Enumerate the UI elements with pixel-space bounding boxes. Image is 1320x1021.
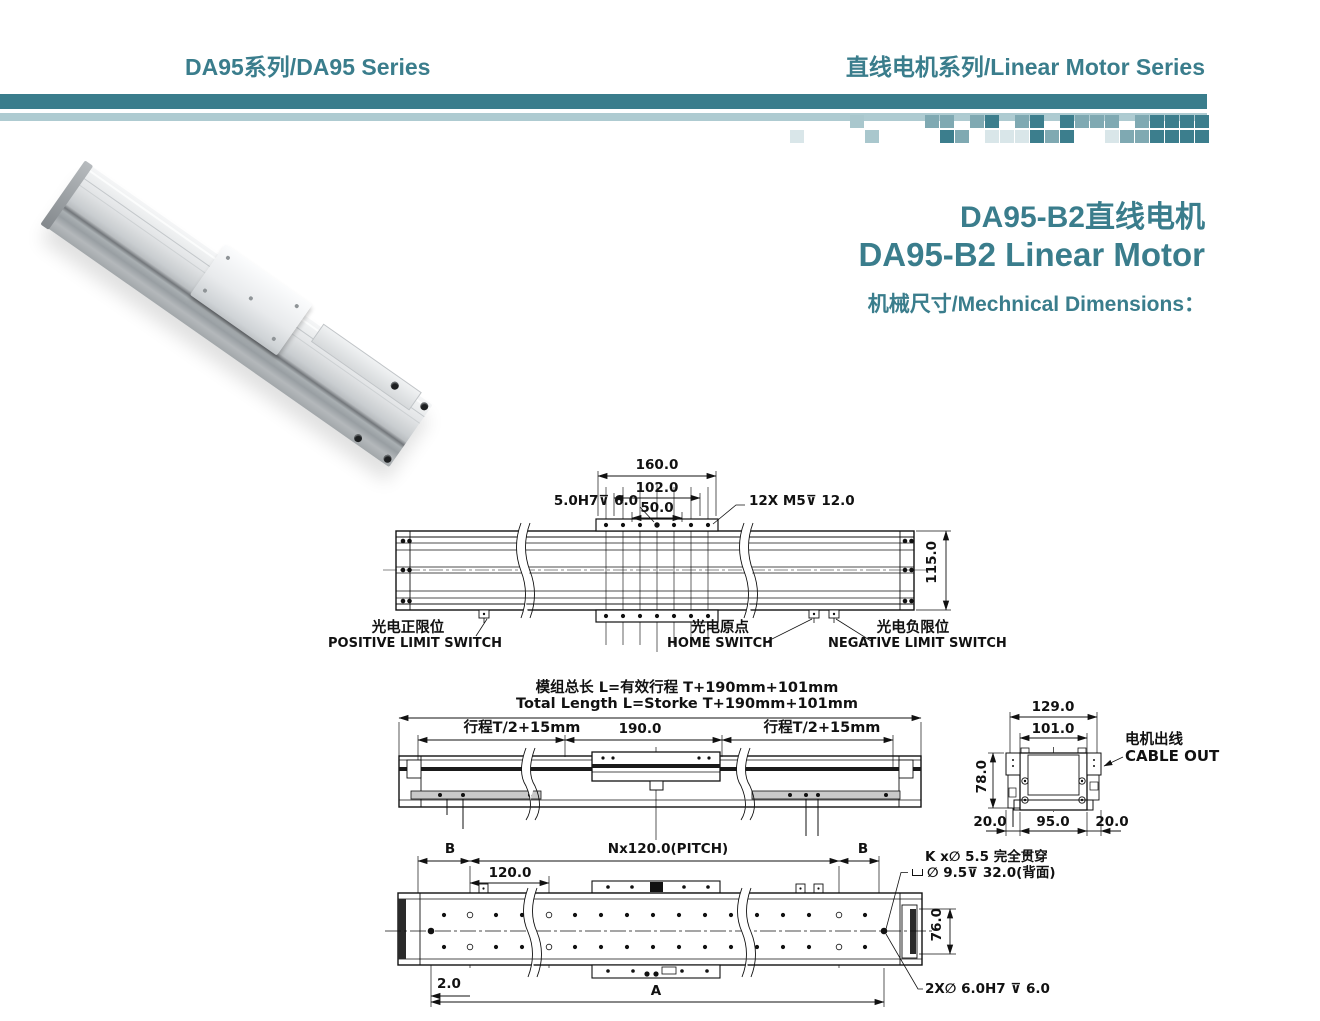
mosaic-square: [1180, 129, 1194, 143]
mosaic-square: [985, 115, 999, 128]
mosaic-square: [925, 115, 939, 128]
positive-limit-switch-zh: 光电正限位: [371, 620, 445, 636]
end-view-drawing: [986, 712, 1124, 836]
dim-pitch: Nx120.0(PITCH): [607, 841, 729, 857]
mosaic-square: [850, 115, 864, 128]
front-view-drawing: [398, 714, 922, 840]
mosaic-square: [1000, 129, 1014, 143]
mosaic-square: [1015, 129, 1029, 143]
k-hole-note-line2-text: ∅ 9.5⊽ 32.0(背面): [927, 865, 1056, 881]
dim-50: 50.0: [640, 500, 674, 516]
mosaic-square: [865, 129, 879, 143]
counterbore-icon: [912, 869, 923, 876]
note-2x-dowel: 2X∅ 6.0H7 ⊽ 6.0: [925, 981, 1050, 997]
home-switch-en: HOME SWITCH: [666, 636, 774, 651]
dim-160: 160.0: [635, 457, 679, 473]
dim-120: 120.0: [488, 865, 532, 881]
mosaic-square: [1195, 115, 1209, 128]
positive-limit-switch-label: 光电正限位 POSITIVE LIMIT SWITCH: [328, 620, 503, 652]
mechanical-dimensions-heading: 机械尺寸/Mechnical Dimensions：: [867, 293, 1205, 316]
dim-115: 115.0: [924, 541, 940, 584]
mosaic-square: [1015, 115, 1029, 128]
negative-limit-switch-en: NEGATIVE LIMIT SWITCH: [828, 636, 1007, 651]
mosaic-square: [1030, 129, 1044, 143]
mosaic-square: [940, 115, 954, 128]
mosaic-square: [1030, 115, 1044, 128]
dim-95: 95.0: [1036, 814, 1070, 830]
k-hole-note-line2: ∅ 9.5⊽ 32.0(背面): [912, 866, 1056, 881]
dim-b-right: B: [857, 841, 869, 857]
home-switch-zh: 光电原点: [691, 620, 749, 636]
mosaic-square: [1180, 115, 1194, 128]
header-rule-dark: [0, 94, 1207, 109]
note-12x-m5: 12X M5⊽ 12.0: [749, 493, 855, 509]
dim-129: 129.0: [1031, 699, 1075, 715]
cable-out-zh: 电机出线: [1125, 732, 1183, 748]
negative-limit-switch-label: 光电负限位 NEGATIVE LIMIT SWITCH: [828, 620, 1007, 652]
note-dowel-hole: 5.0H7⊽ 6.0: [553, 493, 638, 509]
stroke-left-label: 行程T/2+15mm: [463, 720, 581, 736]
stroke-right-label: 行程T/2+15mm: [763, 720, 881, 736]
mosaic-square: [1150, 129, 1164, 143]
mosaic-square: [985, 129, 999, 143]
dim-2: 2.0: [437, 976, 461, 992]
mosaic-square: [1195, 129, 1209, 143]
top-view-drawing: [383, 471, 951, 652]
series-header-left: DA95系列/DA95 Series: [185, 54, 431, 80]
dim-78: 78.0: [974, 760, 990, 794]
total-length-en: Total Length L=Storke T+190mm+101mm: [516, 696, 858, 712]
cable-out-en: CABLE OUT: [1125, 747, 1220, 765]
mosaic-square: [1105, 115, 1119, 128]
mosaic-square: [1105, 129, 1119, 143]
mosaic-square: [1135, 129, 1149, 143]
mosaic-square: [970, 115, 984, 128]
mosaic-square: [1075, 115, 1089, 128]
mosaic-square: [1165, 115, 1179, 128]
dim-101: 101.0: [1031, 721, 1075, 737]
product-title-zh: DA95-B2直线电机: [959, 201, 1205, 234]
series-header-right: 直线电机系列/Linear Motor Series: [845, 54, 1205, 80]
mosaic-square: [790, 129, 804, 143]
mosaic-pattern: [790, 115, 1210, 144]
mosaic-square: [1120, 129, 1134, 143]
mosaic-square: [1150, 115, 1164, 128]
mosaic-square: [1060, 129, 1074, 143]
positive-limit-switch-en: POSITIVE LIMIT SWITCH: [328, 636, 503, 651]
k-hole-note-line1: K x∅ 5.5 完全贯穿: [925, 849, 1048, 865]
home-switch-label: 光电原点 HOME SWITCH: [645, 620, 795, 652]
dim-102: 102.0: [635, 480, 679, 496]
dim-b-left: B: [444, 841, 456, 857]
dim-190: 190.0: [618, 721, 662, 737]
mosaic-square: [1135, 115, 1149, 128]
mosaic-square: [1090, 115, 1104, 128]
dim-20-right: 20.0: [1095, 814, 1129, 830]
mosaic-square: [940, 129, 954, 143]
negative-limit-switch-zh: 光电负限位: [876, 620, 950, 636]
header-rule-light: [0, 113, 1207, 121]
mosaic-square: [1060, 115, 1074, 128]
total-length-zh: 模组总长 L=有效行程 T+190mm+101mm: [535, 680, 839, 696]
mosaic-square: [955, 129, 969, 143]
mosaic-square: [1045, 129, 1059, 143]
dim-76: 76.0: [929, 908, 945, 942]
dim-20-left: 20.0: [973, 814, 1007, 830]
mosaic-square: [1165, 129, 1179, 143]
dim-a: A: [650, 983, 662, 999]
bottom-view-drawing: [385, 856, 956, 1007]
product-title-en: DA95-B2 Linear Motor: [858, 236, 1205, 273]
